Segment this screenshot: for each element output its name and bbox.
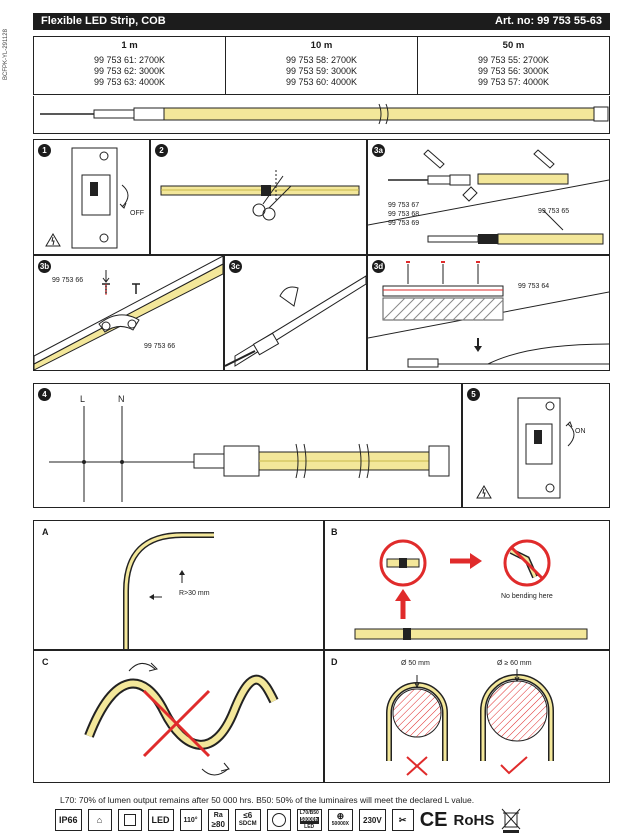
variant-column: 10 m 99 753 58: 2700K 99 753 59: 3000K 9… bbox=[226, 37, 418, 94]
step-3b-panel: 3b 99 753 66 99 753 66 bbox=[33, 255, 224, 371]
class-ii-icon bbox=[117, 809, 142, 831]
variant-column: 1 m 99 753 61: 2700K 99 753 62: 3000K 99… bbox=[34, 37, 226, 94]
step-number: 3a bbox=[372, 144, 385, 157]
rohs-mark: RoHS bbox=[453, 811, 495, 829]
led-icon: LED bbox=[147, 809, 174, 831]
voltage-icon: 230V bbox=[359, 809, 386, 831]
switch-cycles-icon: ⊕ 50000X bbox=[327, 809, 354, 831]
step-1-panel: 1 OFF bbox=[33, 139, 150, 255]
section-c-panel: C bbox=[33, 650, 324, 783]
step-2-panel: 2 bbox=[150, 139, 367, 255]
no-bending-caption: No bending here bbox=[501, 593, 553, 600]
variant-column: 50 m 99 753 55: 2700K 99 753 56: 3000K 9… bbox=[477, 40, 550, 87]
article-number: Art. no: 99 753 55-63 bbox=[495, 15, 602, 27]
diameter-label: Ø ≥ 60 mm bbox=[497, 660, 532, 667]
section-d-panel: D Ø 50 mm Ø ≥ 60 mm bbox=[324, 650, 610, 783]
section-letter: A bbox=[42, 527, 49, 537]
lifetime-icon: L70/B50 50000h LED bbox=[296, 809, 322, 831]
diameter-label: Ø 50 mm bbox=[401, 660, 430, 667]
radius-label: R>30 mm bbox=[179, 590, 210, 597]
step-number: 3d bbox=[372, 260, 385, 273]
section-letter: B bbox=[331, 527, 338, 537]
led-strip-icon bbox=[40, 103, 609, 125]
sdcm-icon: ≤6 SDCM bbox=[234, 809, 261, 831]
section-b-panel: B No bending here bbox=[324, 520, 610, 650]
cuttable-icon: ✂ bbox=[391, 809, 414, 831]
connector-assembly-icon bbox=[368, 149, 609, 245]
mounting-clip-icon bbox=[34, 256, 223, 370]
aluminium-profile-icon bbox=[368, 261, 609, 368]
step-3a-panel: 3a 99 753 67 99 753 68 99 753 69 99 753 … bbox=[367, 139, 610, 255]
document-code: BCFPK-YL-291128 bbox=[3, 29, 9, 80]
variants-table: 1 m 99 753 61: 2700K 99 753 62: 3000K 99… bbox=[33, 36, 610, 95]
bend-radius-icon bbox=[123, 532, 214, 649]
dimmable-icon bbox=[266, 809, 291, 831]
bend-diameter-icon bbox=[386, 669, 554, 776]
step-number: 5 bbox=[467, 388, 480, 401]
no-twisting-icon bbox=[84, 662, 279, 776]
live-label: L bbox=[80, 394, 86, 404]
wiring-diagram-icon bbox=[49, 406, 450, 502]
adhesive-tape-icon bbox=[225, 275, 366, 367]
step-number: 3b bbox=[38, 260, 51, 273]
section-letter: D bbox=[331, 657, 338, 667]
step-4-panel: 4 L N bbox=[33, 383, 462, 508]
breaker-off-icon bbox=[45, 147, 129, 249]
step-number: 3c bbox=[229, 260, 242, 273]
breaker-on-icon bbox=[476, 397, 575, 499]
ce-mark: CE bbox=[419, 808, 448, 831]
cut-strip-icon bbox=[160, 170, 360, 221]
neutral-label: N bbox=[118, 394, 125, 404]
section-a-panel: A R>30 mm bbox=[33, 520, 324, 650]
off-label: OFF bbox=[130, 210, 144, 217]
cri-icon: Ra ≥80 bbox=[207, 809, 229, 831]
step-5-panel: 5 ON bbox=[462, 383, 610, 508]
bulb-icon: ⊕ bbox=[336, 811, 345, 821]
beam-angle-icon: 110° bbox=[179, 809, 202, 831]
section-letter: C bbox=[42, 657, 49, 667]
step-number: 2 bbox=[155, 144, 168, 157]
indoor-use-icon: ⌂ bbox=[87, 809, 112, 831]
step-number: 4 bbox=[38, 388, 51, 401]
footer-note: L70: 70% of lumen output remains after 5… bbox=[60, 795, 475, 805]
step-3c-panel: 3c bbox=[224, 255, 367, 371]
step-number: 1 bbox=[38, 144, 51, 157]
step-3d-panel: 3d 99 753 64 bbox=[367, 255, 610, 371]
certification-icons: IP66 ⌂ LED 110° Ra ≥80 ≤6 SDCM L70/B50 5… bbox=[55, 806, 522, 834]
ip66-icon: IP66 bbox=[55, 809, 82, 831]
on-label: ON bbox=[575, 428, 586, 435]
title-bar: Flexible LED Strip, COB Art. no: 99 753 … bbox=[33, 13, 610, 30]
strip-overview bbox=[33, 96, 610, 134]
product-title: Flexible LED Strip, COB bbox=[41, 15, 166, 27]
no-bending-icon bbox=[354, 539, 588, 640]
weee-bin-icon bbox=[501, 808, 521, 833]
